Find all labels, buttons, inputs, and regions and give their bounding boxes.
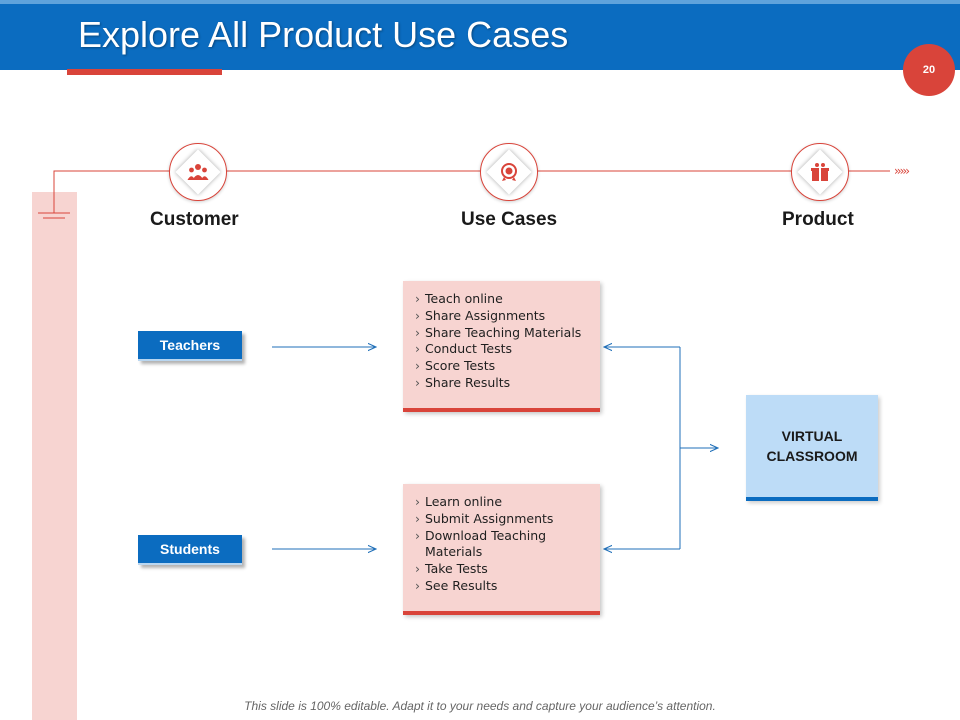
customer-teachers: Teachers <box>138 331 242 361</box>
student-use-cases-box: Learn online Submit Assignments Download… <box>403 484 600 615</box>
title-underline <box>67 69 222 75</box>
use-case-item: Teach online <box>415 291 590 308</box>
header-bar <box>0 4 960 70</box>
chevron-arrows-icon: ››››› <box>894 164 910 178</box>
use-cases-heading: Use Cases <box>461 209 558 230</box>
product-virtual-classroom: VIRTUAL CLASSROOM <box>746 395 878 501</box>
product-heading: Product <box>782 209 854 230</box>
target-badge-icon <box>501 163 517 181</box>
use-cases-node <box>480 143 538 201</box>
users-group-icon <box>187 164 209 180</box>
use-case-item: See Results <box>415 578 590 595</box>
gift-box-icon <box>811 163 829 181</box>
page-number-badge: 20 <box>903 44 955 96</box>
use-case-item: Submit Assignments <box>415 511 590 528</box>
customer-students: Students <box>138 535 242 565</box>
use-case-item: Conduct Tests <box>415 341 590 358</box>
use-case-item: Share Assignments <box>415 308 590 325</box>
use-case-item: Take Tests <box>415 561 590 578</box>
student-use-cases-list: Learn online Submit Assignments Download… <box>415 494 590 595</box>
teacher-use-cases-list: Teach online Share Assignments Share Tea… <box>415 291 590 392</box>
timeline-line <box>53 170 890 213</box>
footer-note: This slide is 100% editable. Adapt it to… <box>244 699 716 713</box>
left-decorative-band <box>32 192 77 720</box>
use-case-item: Download Teaching Materials <box>415 528 590 562</box>
customer-node <box>169 143 227 201</box>
customer-heading: Customer <box>150 209 239 230</box>
use-case-item: Score Tests <box>415 358 590 375</box>
product-node <box>791 143 849 201</box>
use-case-item: Share Results <box>415 375 590 392</box>
use-case-item: Learn online <box>415 494 590 511</box>
slide-title: Explore All Product Use Cases <box>78 14 569 55</box>
header-top-strip <box>0 0 960 4</box>
use-case-item: Share Teaching Materials <box>415 325 590 342</box>
teacher-use-cases-box: Teach online Share Assignments Share Tea… <box>403 281 600 412</box>
